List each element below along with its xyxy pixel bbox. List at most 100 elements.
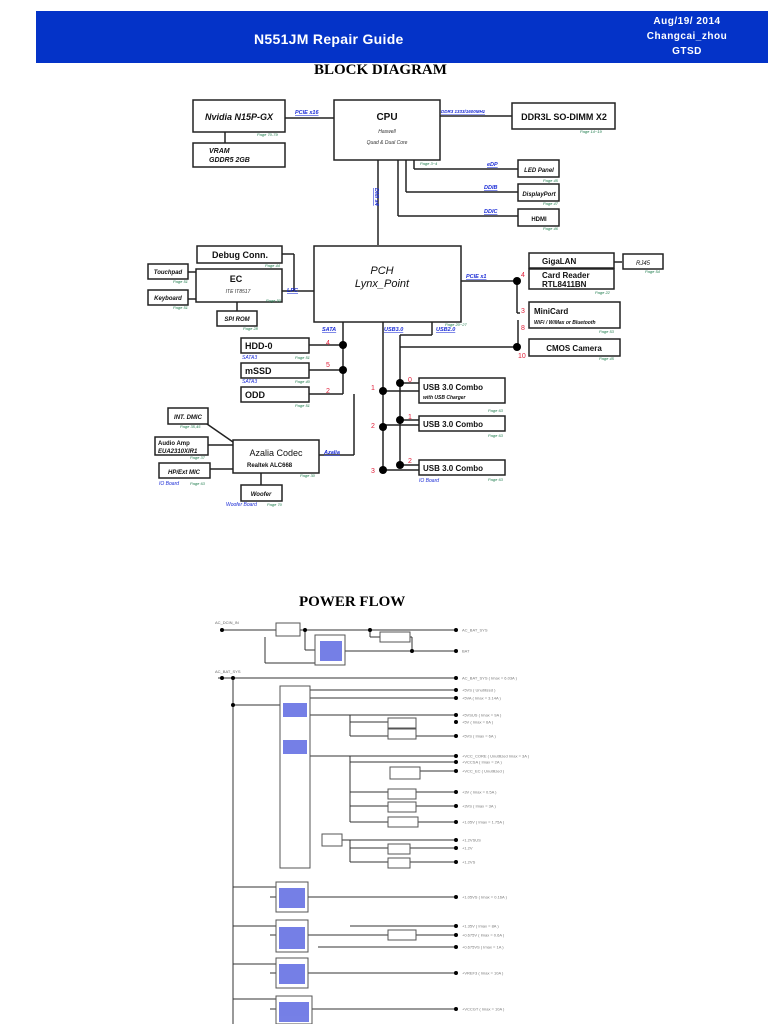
power-output-node [454, 945, 458, 949]
junction-dot [339, 366, 347, 374]
document-dept: GTSD [672, 46, 702, 57]
power-output-label: +5VS ( Imax = 6A ) [462, 734, 496, 739]
power-output-node [454, 838, 458, 842]
dmic-block [167, 407, 209, 425]
page-ref: Page 63 [488, 408, 504, 413]
keyboard-block [147, 289, 189, 306]
gpu-label: Nvidia N15P-GX [205, 112, 274, 122]
junction-dot [513, 343, 521, 351]
hpmic-tag: IO Board [159, 481, 179, 487]
touchpad-block [147, 263, 189, 280]
cpu-label: CPU [376, 112, 397, 123]
hpmic-block [158, 462, 211, 479]
audio-amp-block [154, 436, 209, 456]
power-output-label: +VCC_CORE ( Unutilized Imax = 3A ) [462, 754, 530, 759]
power-output-label: +0.675V ( Imax = 0.6A ) [462, 933, 505, 938]
cardreader-label: Card Reader [542, 271, 590, 280]
power-output-label: +1.2VSUS [462, 838, 481, 843]
odd-label: ODD [245, 390, 266, 400]
power-output-node [454, 790, 458, 794]
junction-dot [396, 461, 404, 469]
page-ref: Page 70 [267, 502, 283, 507]
page-ref: Page 63 [488, 477, 504, 482]
regulator-block [387, 929, 417, 941]
codec-sub: Realtek ALC668 [247, 463, 293, 469]
regulator-block [387, 857, 411, 869]
camera-block [528, 338, 621, 357]
document-date: Aug/19/ 2014 [653, 16, 721, 27]
pch-sub: Lynx_Point [355, 278, 410, 290]
power-output-node [454, 628, 458, 632]
power-output-node [454, 649, 458, 653]
bus-pcie16: PCIE x16 [295, 110, 319, 116]
page-ref: Page 51 [173, 279, 188, 284]
spirom-label: SPI ROM [224, 317, 250, 323]
mssd-block [240, 362, 310, 379]
port-number: 5 [326, 362, 330, 369]
bus-usb3: USB3.0 [384, 327, 403, 333]
power-output-node [454, 676, 458, 680]
page-ref: Page 63 [488, 433, 504, 438]
page-ref: Page 28 [243, 326, 259, 331]
power-output-node [454, 760, 458, 764]
port-number: 10 [518, 353, 526, 360]
ec-block [195, 268, 283, 303]
port-number: 1 [408, 414, 412, 421]
junction-dot [379, 423, 387, 431]
debug-conn-block [196, 245, 283, 264]
rj45-label: RJ45 [636, 261, 651, 267]
codec-label: Azalia Codec [249, 448, 303, 458]
bus-edp: eDP [487, 162, 498, 168]
power-output-label: +3VS ( Imax = 3A ) [462, 804, 496, 809]
usb3-tag: IO Board [419, 478, 439, 484]
power-output-node [454, 924, 458, 928]
hpmic-label: HP/Ext MIC [168, 470, 201, 476]
regulator-block [387, 717, 417, 729]
page-ref: Page 51 [173, 305, 188, 310]
power-output-label: +VCCSA ( Imax = 2A ) [462, 760, 502, 765]
gigalan-label: GigaLAN [542, 257, 576, 266]
power-output-node [454, 860, 458, 864]
cardreader-block [528, 268, 615, 290]
ec-label: EC [230, 274, 243, 284]
woofer-block [240, 484, 283, 502]
vram-spec: GDDR5 2GB [209, 157, 250, 164]
power-output-node [454, 804, 458, 808]
regulator-block [387, 788, 417, 800]
page-ref: Page 47 [543, 201, 559, 206]
block-diagram-title: BLOCK DIAGRAM [314, 62, 447, 78]
power-output-label: +5VS ( Unutilized ) [462, 688, 496, 693]
power-output-label: +5V ( Imax = 6A ) [462, 720, 494, 725]
port-number: 4 [521, 272, 525, 279]
port-number: 3 [371, 468, 375, 475]
minicard-sub: WiFi / WiMax or Bluetooth [534, 320, 596, 326]
junction-dot [379, 466, 387, 474]
led-panel-label: LED Panel [524, 168, 554, 174]
page-ref: Page 51 [295, 355, 310, 360]
charger-block [275, 622, 301, 637]
keyboard-label: Keyboard [154, 296, 182, 302]
page-ref: Page 20~27 [445, 322, 467, 327]
regulator-block [389, 766, 421, 780]
bus-ddr3: DDR3 1333/1600MHz [441, 109, 486, 114]
touchpad-label: Touchpad [154, 270, 183, 276]
power-flow-title: POWER FLOW [299, 594, 406, 610]
page-ref: Page 44 [265, 263, 281, 268]
vram-label: VRAM [209, 148, 230, 155]
page-ref: Page 14~19 [580, 129, 602, 134]
port-number: 2 [326, 388, 330, 395]
camera-label: CMOS Camera [546, 344, 602, 353]
page-ref: Page 45 [543, 178, 559, 183]
bus-dmi: DMI x4 [373, 188, 379, 206]
page-ref: Page 53 [599, 329, 615, 334]
power-output-label: +1.2VS [462, 860, 476, 865]
port-number: 8 [521, 325, 525, 332]
power-output-node [454, 696, 458, 700]
cpu-block [333, 99, 441, 161]
port-number: 4 [326, 340, 330, 347]
woofer-tag: Woofer Board [226, 502, 257, 508]
audio-amp-chip: EUA2310XIR1 [158, 449, 198, 455]
